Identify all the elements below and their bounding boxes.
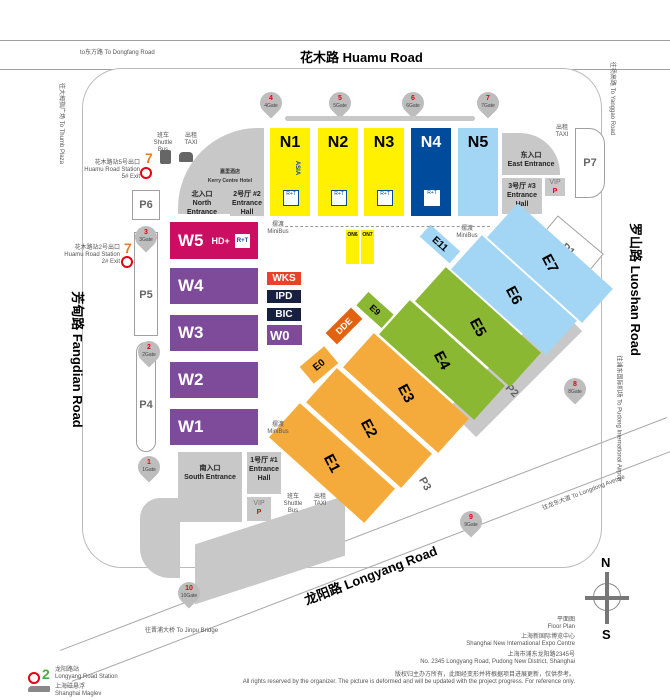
gate-label: 1Gate: [142, 467, 156, 473]
taxi-icon: [179, 152, 193, 162]
hall-w1[interactable]: W1: [170, 409, 258, 445]
rt-asia-logo-n4: R+T: [424, 190, 440, 206]
metro-line-7-north: 7: [145, 150, 153, 166]
zone-ipd[interactable]: IPD: [267, 290, 301, 303]
minibus-east: 摆渡 MiniBus: [456, 226, 478, 239]
compass-ew-arm: [585, 596, 629, 600]
gate-label: 2Gate: [142, 352, 156, 358]
compass-north: N: [601, 555, 611, 570]
hall-on6[interactable]: ON6: [346, 230, 359, 264]
bus-icon: [160, 150, 171, 164]
gate-label: 5Gate: [333, 103, 347, 109]
gate-label: 8Gate: [568, 389, 582, 395]
zone-wks[interactable]: WKS: [267, 272, 301, 285]
gate-number: 10: [185, 585, 193, 592]
gate-label: 9Gate: [464, 522, 478, 528]
shuttle-bus-south: 班车 Shuttle Bus: [283, 494, 303, 514]
metro-icon-longyang: [28, 672, 40, 684]
maglev-icon: [28, 686, 50, 692]
zone-bic[interactable]: BIC: [267, 308, 301, 321]
metro-icon-west: [121, 256, 133, 268]
gate-number: 2: [147, 344, 151, 351]
southwest-green: [140, 498, 180, 578]
gate-number: 7: [486, 95, 490, 102]
gate-number: 6: [411, 95, 415, 102]
rt-asia-logo-n3: R+T: [377, 190, 393, 206]
hall-w3[interactable]: W3: [170, 315, 258, 351]
rt-logo: R+T: [234, 233, 251, 248]
taxi-east: 出租 TAXI: [555, 125, 569, 138]
to-airport: 往浦东国际机场 To Pudong International Airport: [615, 355, 622, 482]
east-road-label: 罗山路 Luoshan Road: [627, 223, 643, 356]
hall-w2[interactable]: W2: [170, 362, 258, 398]
metro-line-7-west: 7: [124, 240, 132, 256]
compass-south: S: [602, 627, 611, 642]
north-road-label: 花木路 Huamu Road: [300, 50, 423, 65]
west-road-label: 芳甸路 Fangdian Road: [69, 291, 85, 428]
gate-number: 8: [573, 381, 577, 388]
asia-label: ASIA: [294, 160, 301, 176]
gate-number: 5: [338, 95, 342, 102]
gate-number: 1: [147, 459, 151, 466]
metro-icon-north: [140, 167, 152, 179]
gate-number: 9: [469, 514, 473, 521]
taxi-south: 出租 TAXI: [313, 494, 327, 507]
rt-asia-logo-n1: R+T: [283, 190, 299, 206]
to-dongfang-road: to东方路 To Dongfang Road: [80, 50, 155, 56]
to-jinpu-bridge: 往晋浦大桥 To Jinpu Bridge: [145, 628, 219, 634]
minibus-south: 摆渡 MiniBus: [267, 422, 289, 435]
hall-w0[interactable]: W0: [267, 325, 302, 345]
minibus-route: [285, 226, 490, 227]
gate-label: 3Gate: [139, 237, 153, 243]
gate-label: 6Gate: [406, 103, 420, 109]
rt-asia-logo-n2: R+T: [331, 190, 347, 206]
taxi-north: 出租 TAXI: [184, 133, 198, 146]
huamu-road-area: [0, 40, 670, 70]
to-thumb-plaza: 往大拇指广场 To Thumb Plaza: [57, 83, 64, 164]
compass: N S: [585, 555, 629, 645]
gate-label: 4Gate: [264, 103, 278, 109]
north-walkway: [285, 116, 475, 121]
gate-number: 3: [144, 229, 148, 236]
gate-label: 10Gate: [180, 593, 198, 599]
copyright-notice: 版权归主办方所有，此图经变形并将根据项目进展更新，仅供参考。All rights…: [242, 672, 575, 685]
parking-p7: P7: [575, 128, 605, 198]
hd-plus-logo: HD+: [211, 235, 230, 246]
hall-w4[interactable]: W4: [170, 268, 258, 304]
metro-line-2: 2: [42, 666, 50, 682]
minibus-north: 摆渡 MiniBus: [267, 222, 289, 235]
gate-label: 7Gate: [481, 103, 495, 109]
to-yanggao-road: 往杨高路 To Yanggao Road: [609, 61, 616, 136]
gate-number: 4: [269, 95, 273, 102]
hall-on7[interactable]: ON7: [361, 230, 374, 264]
parking-p6: P6: [132, 190, 160, 220]
hall-n5[interactable]: N5: [458, 128, 498, 216]
